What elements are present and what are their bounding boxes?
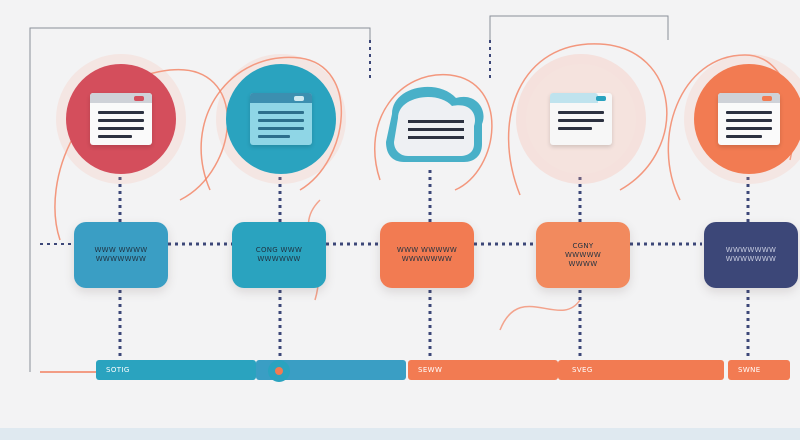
band-join-knot [268,360,290,382]
process-node-4[interactable]: CGNY WWWWW WWWW [536,222,630,288]
band-label: SVEG [572,366,593,374]
frame-line-right [489,15,669,40]
band-label: SEWW [418,366,443,374]
process-node-2[interactable]: CONG WWW WWWWWW [232,222,326,288]
band-label: SOTIG [106,366,130,374]
node-label: CONG WWW WWWWWW [255,246,303,263]
wire-swirl-3 [374,74,493,191]
step-1-circle [66,64,176,174]
document-icon [718,93,780,145]
process-node-5[interactable]: WWWWWWW WWWWWWW [704,222,798,288]
timeline-band-2: SEWW [408,360,558,380]
document-icon [90,93,152,145]
node-label: CGNY WWWWW WWWW [564,241,602,268]
document-icon [550,93,612,145]
process-node-3[interactable]: WWW WWWWW WWWWWWW [380,222,474,288]
step-5-circle [694,64,800,174]
step-4-circle [526,64,636,174]
timeline-band-1b [256,360,406,380]
process-node-1[interactable]: WWW WWWW WWWWWWW [74,222,168,288]
band-label: SWNE [738,366,761,374]
timeline-band-1: SOTIG [96,360,256,380]
wire-swirl-1 [54,69,229,241]
cloud-doc-line [408,128,464,131]
cloud-doc-line [408,120,464,123]
cloud-doc-line [408,136,464,139]
wire-swirl-6 [499,299,581,331]
timeline-band-3: SVEG [558,360,724,380]
node-label: WWWWWWW WWWWWWW [725,246,777,263]
wire-swirl-2 [200,56,343,191]
node-label: WWW WWWW WWWWWWW [94,246,148,263]
document-icon [250,93,312,145]
step-3-cloud [386,86,484,162]
node-label: WWW WWWWW WWWWWWW [396,246,458,263]
frame-line-left [29,27,371,372]
bottom-strip [0,428,800,440]
wire-swirl-4 [507,43,668,196]
step-2-circle [226,64,336,174]
timeline-band-4: SWNE [728,360,790,380]
